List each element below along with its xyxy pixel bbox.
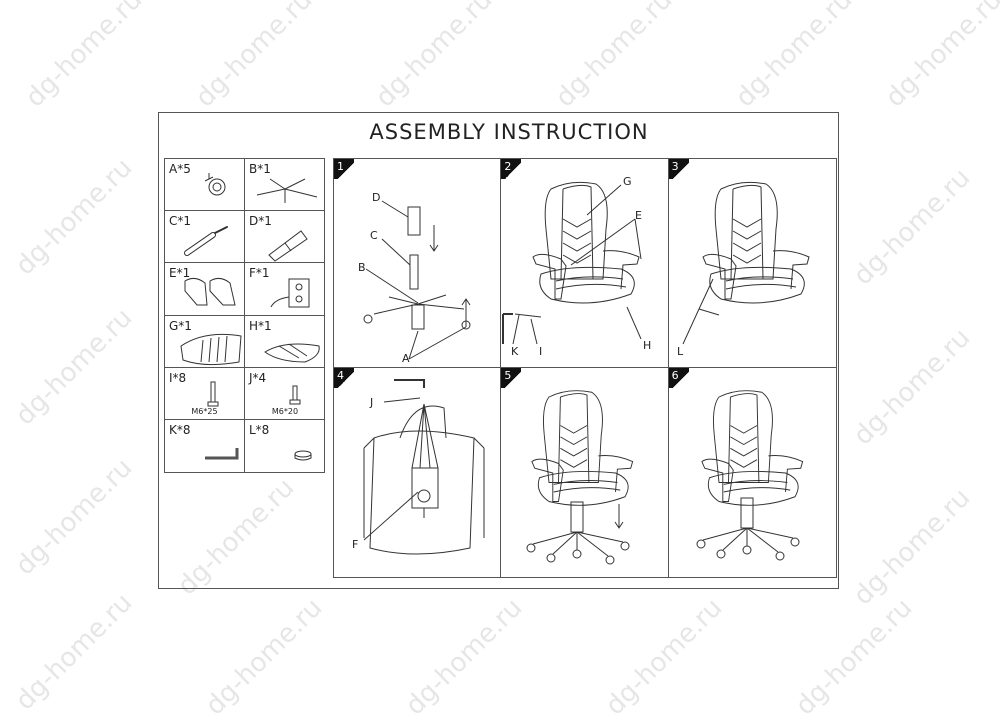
step-2: 2 G E K I H [501,159,669,368]
watermark: dg-home.ru [848,162,977,292]
watermark: dg-home.ru [848,322,977,452]
part-c: C*1 [165,211,245,264]
part-e: E*1 [165,263,245,316]
watermark: dg-home.ru [848,482,977,612]
part-label: G*1 [169,318,192,333]
step-4-diagram: J F [352,379,485,555]
instruction-frame [158,112,839,589]
step-number: 5 [501,368,522,388]
callout-i: I [539,345,542,358]
watermark: dg-home.ru [790,592,919,721]
part-g: G*1 [165,315,245,368]
bolt-spec: M6*20 [271,406,299,416]
callout-j: J [369,396,373,409]
step-5: 5 [501,368,669,577]
parts-list: A*5 B*1 C*1 D*1 E*1 F*1 G*1 H*1 I*8 M6*2… [164,158,325,473]
assembly-steps: 1 D C B A 2 G E K I H [333,158,837,578]
watermark: dg-home.ru [10,302,139,432]
step-1-diagram: D C B A [358,191,471,365]
watermark: dg-home.ru [200,592,329,721]
part-j: J*4 M6*20 [245,368,325,420]
part-label: D*1 [249,214,272,229]
part-label: K*8 [169,422,191,437]
watermark: dg-home.ru [400,592,529,721]
part-label: E*1 [169,266,191,281]
step-number: 4 [334,368,354,388]
part-i: I*8 M6*25 [165,367,245,420]
backrest-icon [180,333,242,365]
seat-icon [264,343,320,363]
watermark: dg-home.ru [550,0,679,114]
callout-b: B [358,261,366,274]
step-number: 3 [668,159,689,179]
part-b: B*1 [245,159,325,212]
part-l: L*8 [245,420,325,472]
part-label: F*1 [249,266,270,281]
part-f: F*1 [245,263,325,316]
step-number: 2 [501,159,522,179]
gas-lift-cover-icon [268,230,308,262]
callout-c: C [370,229,378,242]
part-label: A*5 [169,162,191,176]
part-label: C*1 [169,214,192,229]
part-label: I*8 [169,370,187,385]
callout-f: F [352,538,358,551]
callout-a: A [402,352,410,365]
part-label: H*1 [249,318,272,333]
step-6: 6 [668,368,836,577]
step-6-diagram [696,390,803,561]
callout-g: G [623,175,632,188]
callout-e: E [635,209,642,222]
tilt-mechanism-icon [270,278,310,308]
step-3: 3 L [668,159,836,368]
gas-lift-icon [184,226,228,257]
part-h: H*1 [245,316,325,368]
watermark: dg-home.ru [370,0,499,114]
part-label: J*4 [249,370,267,385]
callout-d: D [372,191,380,204]
allen-key-icon [205,447,239,460]
part-a: A*5 [165,159,245,212]
watermark: dg-home.ru [10,152,139,282]
watermark: dg-home.ru [730,0,859,114]
watermark: dg-home.ru [880,0,1000,114]
star-base-icon [256,178,318,203]
armrests-icon [184,278,236,306]
part-k: K*8 [165,419,245,472]
step-1: 1 D C B A [334,159,502,368]
bolt-spec: M6*25 [191,406,218,416]
watermark: dg-home.ru [600,592,729,721]
page-title: ASSEMBLY INSTRUCTION [369,120,649,144]
step-3-diagram: L [677,181,810,358]
callout-h: H [643,339,651,352]
step-5-diagram [526,390,634,565]
caster-wheel-icon [204,173,226,196]
watermark: dg-home.ru [10,587,139,717]
step-number: 1 [334,159,354,179]
step-2-diagram: G E K I H [502,175,652,358]
watermark: dg-home.ru [10,452,139,582]
bolt-icon [207,381,219,407]
cap-icon [294,450,312,461]
callout-l: L [677,345,684,358]
step-4: 4 J F [334,368,502,577]
watermark: dg-home.ru [20,0,149,114]
callout-k: K [511,345,519,358]
part-label: L*8 [249,422,270,437]
step-number: 6 [668,368,689,388]
bolt-icon [289,385,301,405]
part-d: D*1 [245,211,325,264]
watermark: dg-home.ru [190,0,319,114]
part-label: B*1 [249,162,271,176]
